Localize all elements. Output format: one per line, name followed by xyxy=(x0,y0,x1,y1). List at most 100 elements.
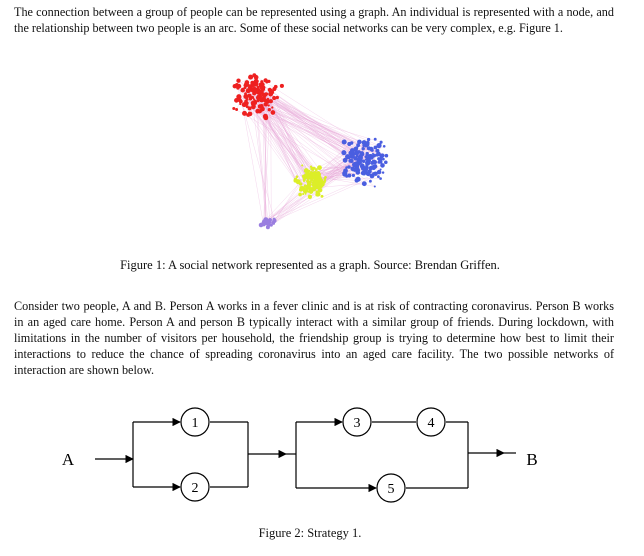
network-node xyxy=(301,164,304,167)
network-node xyxy=(307,194,313,199)
network-node xyxy=(367,161,371,165)
network-node xyxy=(375,153,379,157)
network-node xyxy=(308,181,312,185)
network-node xyxy=(343,168,348,174)
network-node xyxy=(311,168,315,172)
network-node xyxy=(244,93,247,96)
network-node xyxy=(308,172,313,177)
network-node xyxy=(258,84,262,88)
endpoint-b-label: B xyxy=(526,450,537,469)
network-node xyxy=(242,110,247,116)
network-edge xyxy=(315,141,360,179)
network-node xyxy=(247,111,253,117)
network-node xyxy=(314,182,318,186)
network-node xyxy=(272,217,276,221)
network-node xyxy=(268,99,273,104)
network-node xyxy=(302,192,305,196)
network-node xyxy=(378,143,382,146)
network-node xyxy=(360,163,365,168)
network-node xyxy=(324,176,327,179)
network-node xyxy=(347,141,352,147)
network-node xyxy=(299,187,303,192)
network-node xyxy=(362,171,366,175)
network-node xyxy=(347,173,352,178)
network-node xyxy=(254,80,258,84)
network-node xyxy=(304,188,308,193)
network-node xyxy=(256,99,260,103)
endpoint-a-label: A xyxy=(62,450,75,469)
network-edge xyxy=(257,97,296,180)
network-node xyxy=(308,189,314,194)
node-5-label: 5 xyxy=(388,482,395,497)
network-node xyxy=(369,154,374,160)
network-node xyxy=(382,157,385,161)
network-edge xyxy=(252,104,361,157)
network-edge xyxy=(264,103,267,220)
network-node xyxy=(232,106,236,111)
network-node xyxy=(347,155,351,160)
network-node xyxy=(262,86,266,90)
network-node xyxy=(371,152,375,155)
network-node xyxy=(250,100,256,106)
network-node xyxy=(356,143,360,148)
network-node xyxy=(239,102,242,106)
node-3 xyxy=(342,407,372,437)
network-node xyxy=(257,104,263,109)
network-node xyxy=(362,166,368,172)
network-node xyxy=(243,82,249,88)
network-node xyxy=(358,160,362,165)
network-node xyxy=(373,171,378,176)
network-node xyxy=(311,174,316,180)
network-node xyxy=(267,104,270,107)
network-node xyxy=(369,173,375,179)
network-node xyxy=(234,98,239,103)
network-node xyxy=(260,80,264,84)
network-node xyxy=(369,146,374,152)
network-node xyxy=(242,87,245,90)
network-edge xyxy=(261,87,310,185)
network-node xyxy=(370,160,375,165)
network-edge xyxy=(265,117,347,177)
network-node xyxy=(267,79,271,84)
network-node xyxy=(266,98,269,101)
node-4-label: 4 xyxy=(428,416,435,431)
network-edge xyxy=(254,102,315,169)
network-node xyxy=(235,108,239,111)
network-node xyxy=(243,93,249,100)
network-node xyxy=(313,171,317,175)
network-node xyxy=(267,108,271,112)
network-node xyxy=(348,150,353,156)
network-node xyxy=(358,155,361,159)
network-node xyxy=(256,111,259,114)
network-node xyxy=(245,88,251,94)
network-node xyxy=(379,140,383,144)
network-node xyxy=(250,83,254,88)
network-node xyxy=(251,95,254,99)
network-node xyxy=(318,187,321,190)
network-node xyxy=(271,106,274,109)
network-node xyxy=(315,192,321,197)
network-node xyxy=(379,177,382,180)
network-edge xyxy=(262,90,266,220)
strategy-network-diagram: 1 2 3 4 5 A B xyxy=(62,407,538,503)
network-node xyxy=(273,84,278,89)
network-node xyxy=(309,165,313,168)
network-node xyxy=(235,83,239,87)
network-node xyxy=(253,74,259,80)
network-node xyxy=(275,95,279,100)
network-node xyxy=(255,82,259,86)
network-node xyxy=(377,145,381,149)
network-node xyxy=(341,150,347,156)
network-node xyxy=(365,153,369,157)
network-node xyxy=(244,101,248,106)
network-node xyxy=(304,192,307,195)
network-node xyxy=(355,176,361,182)
network-node xyxy=(364,155,368,159)
node-1-label: 1 xyxy=(192,416,199,431)
network-node xyxy=(382,145,386,148)
node-4 xyxy=(416,407,446,437)
network-edge xyxy=(274,183,301,221)
social-network-figure xyxy=(232,73,389,230)
network-node xyxy=(318,178,324,184)
network-node xyxy=(298,192,302,197)
